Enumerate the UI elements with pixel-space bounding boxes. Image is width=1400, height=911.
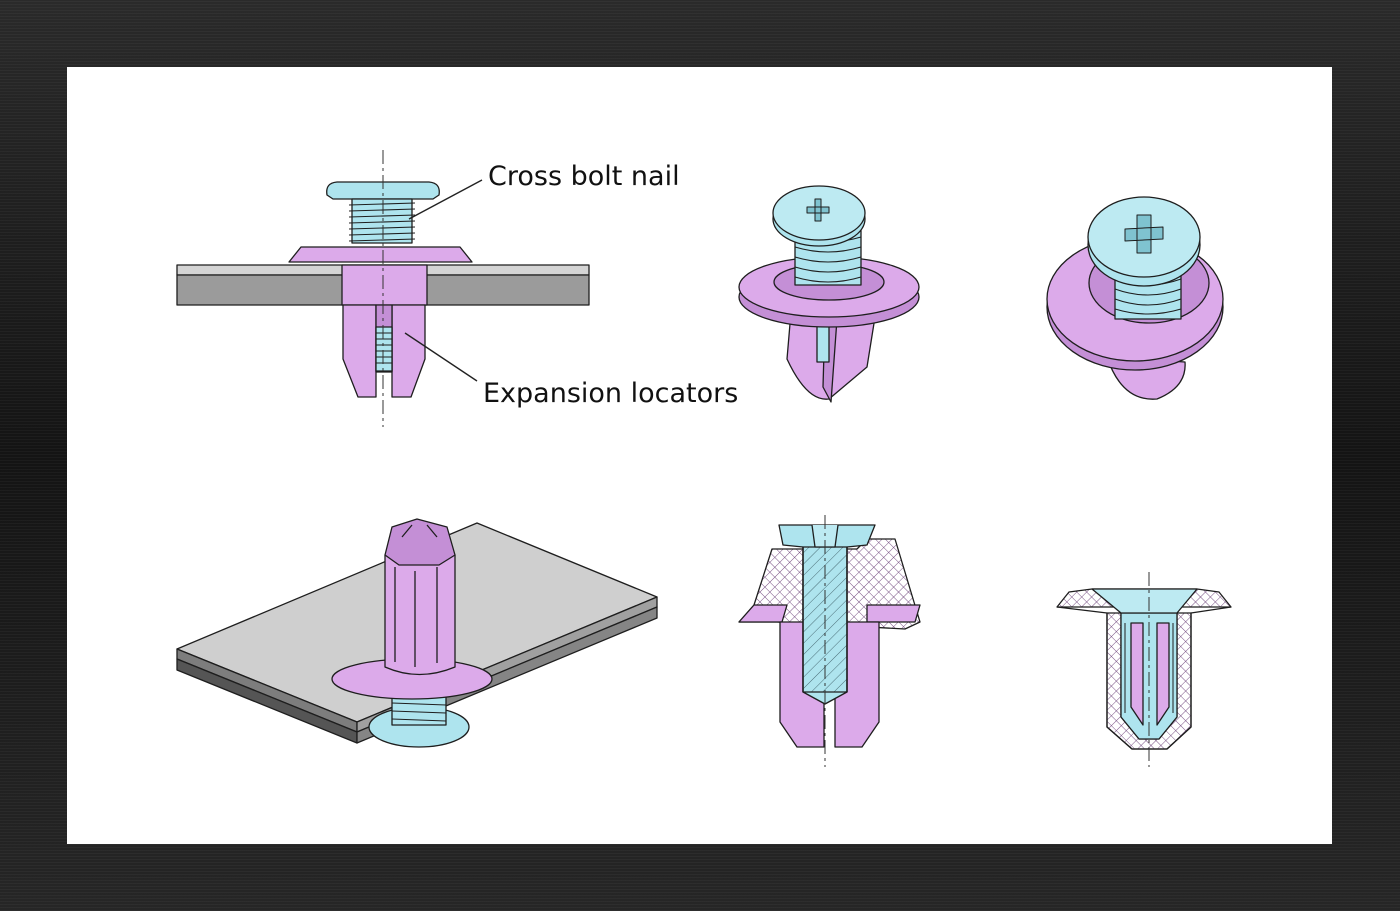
clip-body-section	[288, 246, 473, 398]
section-view-body	[1056, 572, 1232, 767]
section-view-assembled	[738, 515, 921, 767]
perspective-view-front	[738, 185, 920, 403]
label-expansion-locators: Expansion locators	[483, 378, 739, 409]
push-rivet-clip-diagram	[176, 150, 1232, 767]
expanded-locators	[384, 518, 456, 676]
side-view-installed	[176, 150, 590, 427]
diagram-panel: Cross bolt nail Expansion locators	[67, 67, 1332, 844]
isometric-installed-view	[176, 518, 658, 748]
leader-line-bolt	[408, 179, 483, 220]
perspective-view-top	[1046, 196, 1224, 400]
leader-line-locators	[404, 332, 478, 382]
bolt-side	[326, 181, 440, 372]
label-cross-bolt-nail: Cross bolt nail	[488, 161, 680, 192]
